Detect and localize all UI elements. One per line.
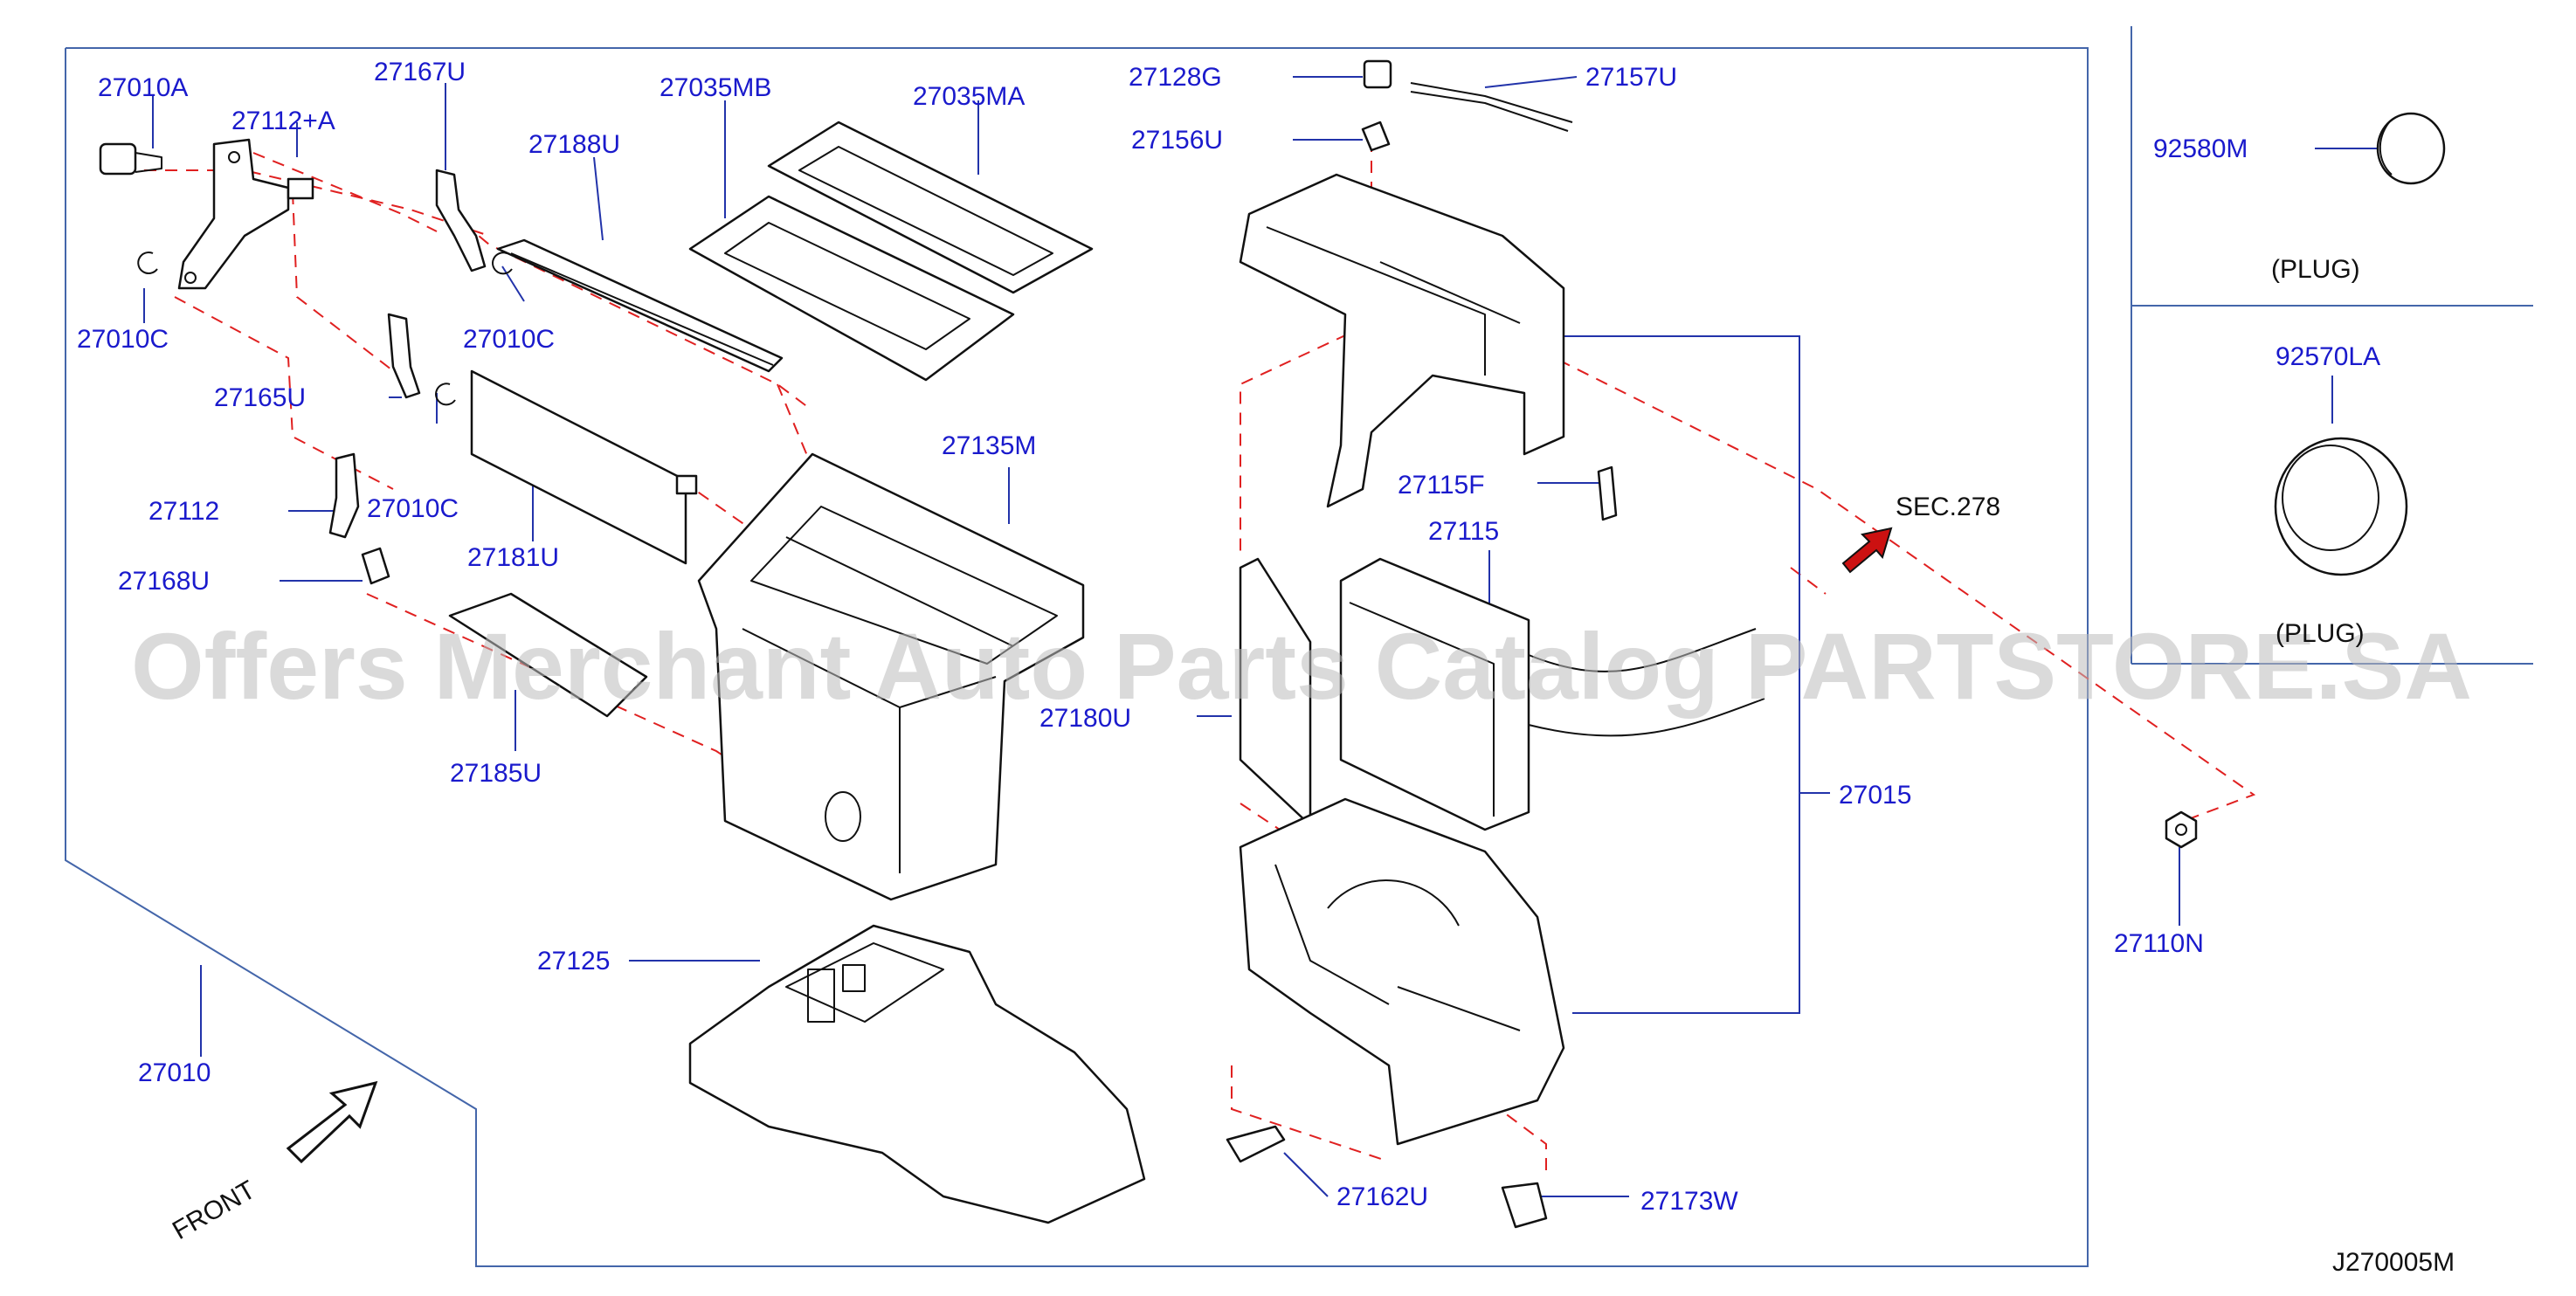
part-clip-27173w[interactable] bbox=[1501, 1182, 1548, 1229]
label-27168u[interactable]: 27168U bbox=[118, 567, 210, 596]
part-door-27185u[interactable] bbox=[448, 592, 648, 718]
label-92570la[interactable]: 92570LA bbox=[2276, 342, 2380, 371]
label-27112a[interactable]: 27112+A bbox=[231, 107, 335, 135]
part-case-27135m[interactable] bbox=[697, 452, 1085, 901]
part-bracket-27112a[interactable] bbox=[177, 138, 314, 290]
part-door-27181u[interactable] bbox=[470, 369, 698, 565]
part-filter-27035ma[interactable] bbox=[767, 121, 1094, 294]
leader-lines bbox=[143, 76, 2385, 1197]
label-27180u[interactable]: 27180U bbox=[1039, 704, 1131, 733]
assembly-dash-lines bbox=[144, 140, 2256, 1179]
section-arrow-icon bbox=[1841, 527, 1893, 574]
label-27181u[interactable]: 27181U bbox=[467, 543, 559, 572]
label-27157u[interactable]: 27157U bbox=[1585, 63, 1677, 92]
part-core-27115[interactable] bbox=[1339, 557, 1765, 831]
part-clip-27010c-3[interactable] bbox=[435, 383, 456, 406]
part-nut-27110n[interactable] bbox=[2165, 810, 2198, 849]
label-27010c-3[interactable]: 27010C bbox=[367, 494, 459, 523]
part-clip-27010c-2[interactable] bbox=[492, 252, 513, 275]
front-arrow-icon bbox=[286, 1080, 378, 1164]
label-27162u[interactable]: 27162U bbox=[1336, 1182, 1428, 1211]
label-27010a[interactable]: 27010A bbox=[98, 73, 188, 102]
label-27010c-2[interactable]: 27010C bbox=[463, 325, 555, 354]
part-sensor-27128g[interactable] bbox=[1363, 59, 1392, 89]
label-27112[interactable]: 27112 bbox=[148, 497, 219, 526]
watermark: Offers Merchant Auto Parts Catalog PARTS… bbox=[131, 613, 2472, 719]
part-duct-27125[interactable] bbox=[688, 924, 1146, 1224]
label-27110n[interactable]: 27110N bbox=[2114, 929, 2204, 958]
front-label: FRONT bbox=[168, 1175, 260, 1245]
label-27156u[interactable]: 27156U bbox=[1131, 126, 1223, 155]
part-plug-92580m[interactable] bbox=[2376, 112, 2446, 185]
label-27010[interactable]: 27010 bbox=[138, 1058, 211, 1087]
plug2-caption: (PLUG) bbox=[2276, 619, 2365, 648]
part-clip-27010c-1[interactable] bbox=[137, 252, 158, 275]
label-27167u[interactable]: 27167U bbox=[374, 58, 466, 86]
part-upper-case-27015[interactable] bbox=[1239, 173, 1565, 508]
label-27035ma[interactable]: 27035MA bbox=[913, 82, 1025, 111]
label-27188u[interactable]: 27188U bbox=[528, 130, 620, 159]
part-tube-27157u[interactable] bbox=[1410, 82, 1573, 132]
part-labels: 27010A 27112+A 27167U 27035MB 27035MA 27… bbox=[77, 58, 2380, 1216]
part-lever-27165u[interactable] bbox=[387, 313, 421, 399]
label-27115[interactable]: 27115 bbox=[1428, 517, 1499, 546]
label-27185u[interactable]: 27185U bbox=[450, 759, 542, 788]
label-27128g[interactable]: 27128G bbox=[1129, 63, 1222, 92]
label-27010c-1[interactable]: 27010C bbox=[77, 325, 169, 354]
part-clip-27115f[interactable] bbox=[1597, 465, 1618, 521]
plug1-caption: (PLUG) bbox=[2271, 255, 2360, 284]
section-ref-label[interactable]: SEC.278 bbox=[1896, 493, 2000, 521]
assembly-frame bbox=[65, 26, 2533, 1267]
label-92580m[interactable]: 92580M bbox=[2153, 134, 2248, 163]
label-27165u[interactable]: 27165U bbox=[214, 383, 306, 412]
part-lever-27167u[interactable] bbox=[435, 169, 487, 272]
part-plug-92570la[interactable] bbox=[2274, 437, 2408, 576]
part-link-27112[interactable] bbox=[328, 452, 360, 539]
label-27125[interactable]: 27125 bbox=[537, 947, 610, 975]
label-27135m[interactable]: 27135M bbox=[942, 431, 1036, 460]
part-lower-case-27015[interactable] bbox=[1239, 797, 1565, 1146]
part-door-27188u[interactable] bbox=[496, 238, 784, 373]
part-plate-27168u[interactable] bbox=[361, 547, 390, 585]
part-bolt-27010a[interactable] bbox=[99, 142, 162, 176]
part-seal-27180u[interactable] bbox=[1239, 557, 1312, 827]
diagram-id: J270005M bbox=[2332, 1248, 2455, 1277]
part-bracket-27162u[interactable] bbox=[1226, 1125, 1286, 1163]
label-27015[interactable]: 27015 bbox=[1839, 781, 1911, 810]
part-clip-27156u[interactable] bbox=[1361, 121, 1391, 152]
label-27173w[interactable]: 27173W bbox=[1640, 1187, 1738, 1216]
label-27115f[interactable]: 27115F bbox=[1398, 471, 1485, 500]
part-filter-27035mb[interactable] bbox=[688, 195, 1015, 382]
label-27035mb[interactable]: 27035MB bbox=[660, 73, 771, 102]
